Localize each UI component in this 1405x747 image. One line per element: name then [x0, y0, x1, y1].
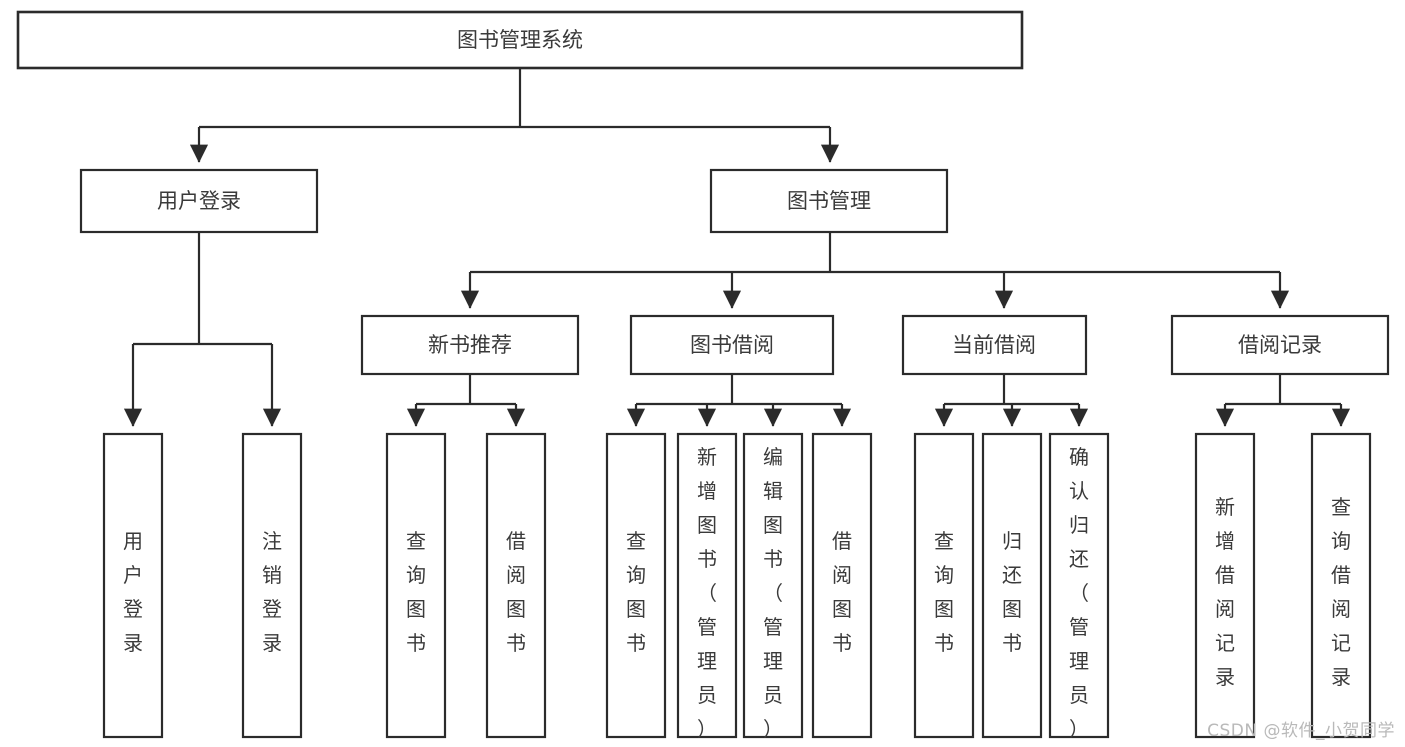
node-leaf-add-book[interactable]: 新增图书（管理员）	[676, 432, 738, 741]
connector-bookmanage-to-level3	[460, 232, 1290, 309]
node-leaf-query-book-1-label: 查询图书	[406, 528, 426, 654]
connector-recommend-to-leaves	[406, 374, 526, 427]
connector-layer	[123, 68, 1351, 427]
node-new-book-recommend[interactable]: 新书推荐	[360, 314, 580, 376]
connector-root-to-level2	[189, 68, 840, 163]
node-leaf-user-login[interactable]: 用户登录	[102, 432, 164, 739]
node-book-borrow[interactable]: 图书借阅	[629, 314, 835, 376]
node-user-login[interactable]: 用户登录	[79, 168, 319, 234]
connector-current-to-leaves	[934, 374, 1089, 427]
node-leaf-add-record-label: 新增借阅记录	[1215, 494, 1235, 688]
node-leaf-query-book-3[interactable]: 查询图书	[913, 432, 975, 739]
node-book-borrow-label: 图书借阅	[690, 333, 774, 357]
node-root-label: 图书管理系统	[457, 28, 583, 52]
node-leaf-edit-book[interactable]: 编辑图书（管理员）	[742, 432, 804, 741]
node-leaf-confirm-return[interactable]: 确认归还（管理员）	[1048, 432, 1110, 741]
connector-borrow-to-leaves	[626, 374, 852, 427]
node-borrow-record-label: 借阅记录	[1238, 333, 1322, 357]
node-leaf-add-record[interactable]: 新增借阅记录	[1194, 432, 1256, 739]
connector-userlogin-to-leaves	[123, 232, 282, 427]
node-borrow-record[interactable]: 借阅记录	[1170, 314, 1390, 376]
node-leaf-borrow-book-2[interactable]: 借阅图书	[811, 432, 873, 739]
node-leaf-query-record-label: 查询借阅记录	[1331, 494, 1351, 688]
node-leaf-edit-book-label: 编辑图书（管理员）	[763, 445, 783, 741]
csdn-watermark: CSDN @软件_小贺同学	[1207, 721, 1395, 741]
node-leaf-confirm-return-label: 确认归还（管理员）	[1069, 445, 1089, 741]
node-root[interactable]: 图书管理系统	[16, 10, 1024, 70]
node-user-login-label: 用户登录	[157, 189, 241, 213]
node-leaf-user-login-label: 用户登录	[123, 528, 143, 654]
node-leaf-return-book[interactable]: 归还图书	[981, 432, 1043, 739]
node-leaf-return-book-label: 归还图书	[1002, 528, 1022, 654]
node-leaf-borrow-book-1[interactable]: 借阅图书	[485, 432, 547, 739]
node-leaf-borrow-book-1-label: 借阅图书	[506, 528, 526, 654]
node-leaf-user-logout-label: 注销登录	[262, 528, 282, 654]
node-book-manage-label: 图书管理	[787, 189, 871, 213]
node-leaf-query-record[interactable]: 查询借阅记录	[1310, 432, 1372, 739]
node-current-borrow-label: 当前借阅	[952, 333, 1036, 357]
node-leaf-query-book-3-label: 查询图书	[934, 528, 954, 654]
node-leaf-add-book-label: 新增图书（管理员）	[697, 445, 717, 741]
node-leaf-query-book-2[interactable]: 查询图书	[605, 432, 667, 739]
leaf-layer: 用户登录 注销登录 查询图书 借阅图书 查询图书 新增图书（管理员）	[102, 432, 1372, 741]
node-leaf-query-book-2-label: 查询图书	[626, 528, 646, 654]
node-leaf-borrow-book-2-label: 借阅图书	[832, 528, 852, 654]
node-book-manage[interactable]: 图书管理	[709, 168, 949, 234]
connector-record-to-leaves	[1215, 374, 1351, 427]
node-leaf-user-logout[interactable]: 注销登录	[241, 432, 303, 739]
node-leaf-query-book-1[interactable]: 查询图书	[385, 432, 447, 739]
node-current-borrow[interactable]: 当前借阅	[901, 314, 1088, 376]
node-new-book-recommend-label: 新书推荐	[428, 333, 512, 357]
